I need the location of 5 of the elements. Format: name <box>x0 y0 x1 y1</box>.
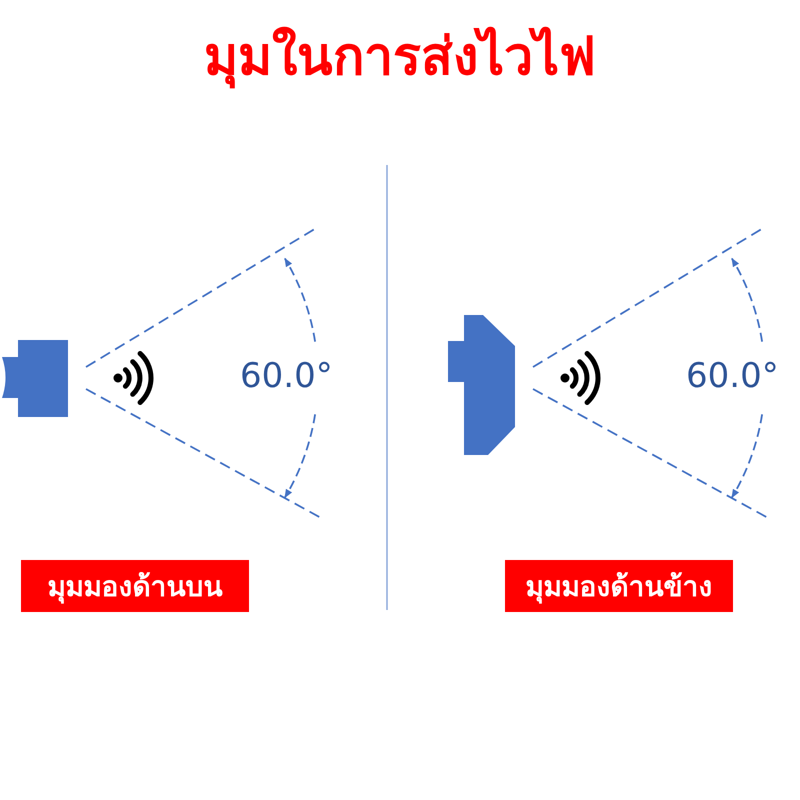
caption-banner: มุมมองด้านบน <box>21 560 249 612</box>
angle-label: 60.0° <box>686 356 779 396</box>
title: มุมในการส่งไวไฟ <box>204 27 596 87</box>
caption-banner: มุมมองด้านข้าง <box>505 560 733 612</box>
angle-label: 60.0° <box>240 356 333 396</box>
